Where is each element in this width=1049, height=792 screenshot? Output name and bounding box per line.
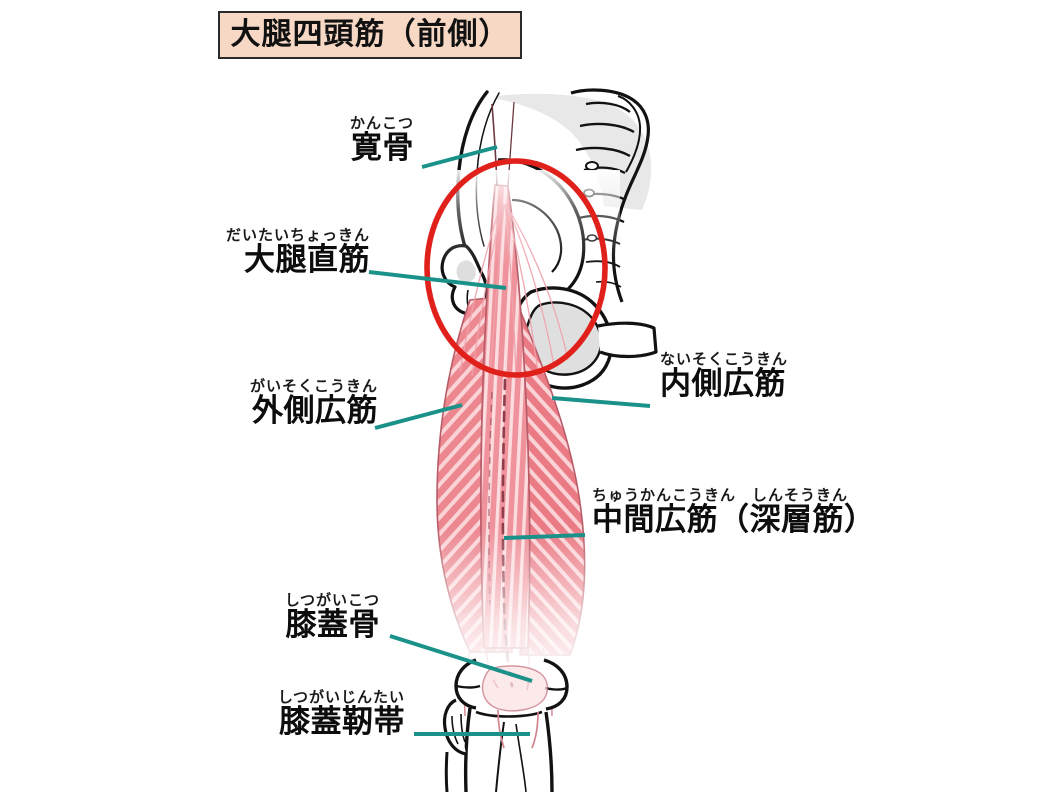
tibia-medial-border (544, 711, 554, 792)
highlight-ellipse (424, 158, 608, 378)
label-shitsugaikotsu: しつがいこつ 膝蓋骨 (80, 591, 380, 643)
label-daitai-chokkin: だいたいちょっきん 大腿直筋 (40, 226, 370, 278)
diagram-title-box: 大腿四頭筋（前側） (218, 11, 522, 59)
patella (481, 665, 549, 712)
sacrum-edge-detail (617, 95, 642, 173)
leader-lines-group (368, 145, 651, 736)
condyle-joint-line-left (455, 684, 481, 689)
tibia-inner-line (515, 723, 527, 792)
label-kankotsu-name: 寛骨 (351, 129, 414, 166)
label-gaisoku-kokin-furigana: がいそくこうきん (249, 377, 378, 395)
label-shitsugaikotsu-furigana: しつがいこつ (284, 591, 380, 609)
tibia-lateral-border (463, 707, 472, 792)
label-gaisoku-kokin: がいそくこうきん 外側広筋 (40, 377, 378, 429)
label-chukan-kokin-furigana: ちゅうかんこうきん しんそうきん (592, 486, 849, 504)
tibial-plateau (475, 710, 543, 718)
patellar-ligament-left (497, 709, 505, 749)
label-shitsugai-jintai-furigana: しつがいじんたい (277, 688, 405, 706)
label-naisoku-kokin-furigana: ないそくこうきん (660, 350, 789, 368)
patellar-ligament-right (531, 711, 539, 749)
label-naisoku-kokin-name: 内側広筋 (660, 365, 786, 402)
vertebra-line-1 (585, 101, 631, 113)
leader-line-shitsugaikotsu (389, 634, 533, 683)
fibula-head-detail-2 (460, 713, 466, 743)
label-chukan-kokin-name: 中間広筋（深層筋） (592, 501, 876, 538)
leader-line-naisoku-kokin (551, 396, 651, 408)
label-kankotsu-furigana: かんこつ (349, 114, 414, 132)
leader-line-chukan-kokin (503, 533, 586, 540)
label-chukan-kokin: ちゅうかんこうきん しんそうきん 中間広筋（深層筋） (592, 486, 1022, 538)
label-kankotsu: かんこつ 寛骨 (120, 114, 414, 166)
fibula-head (442, 698, 467, 756)
label-shitsugai-jintai-name: 膝蓋靭帯 (279, 703, 405, 740)
label-daitai-chokkin-name: 大腿直筋 (244, 241, 370, 278)
leader-line-kankotsu (421, 145, 498, 169)
label-daitai-chokkin-furigana: だいたいちょっきん (225, 226, 370, 244)
label-gaisoku-kokin-name: 外側広筋 (252, 392, 378, 429)
leader-line-daitai-chokkin (368, 270, 507, 290)
tibial-crest (495, 721, 505, 792)
fibula-head-detail-1 (451, 715, 459, 745)
label-shitsugaikotsu-name: 膝蓋骨 (285, 606, 380, 643)
vertebra-line-2 (579, 122, 635, 134)
medial-femoral-condyle (543, 658, 569, 711)
leader-line-gaisoku-kokin (374, 403, 463, 430)
label-shitsugai-jintai: しつがいじんたい 膝蓋靭帯 (60, 688, 405, 740)
label-naisoku-kokin: ないそくこうきん 内側広筋 (660, 350, 980, 402)
knee-bone-group (442, 658, 569, 792)
page-title: 大腿四頭筋（前側） (230, 17, 510, 52)
sacral-foramen-1 (585, 161, 599, 171)
fibula-shaft (444, 751, 449, 792)
vertebra-line-3 (575, 146, 631, 158)
